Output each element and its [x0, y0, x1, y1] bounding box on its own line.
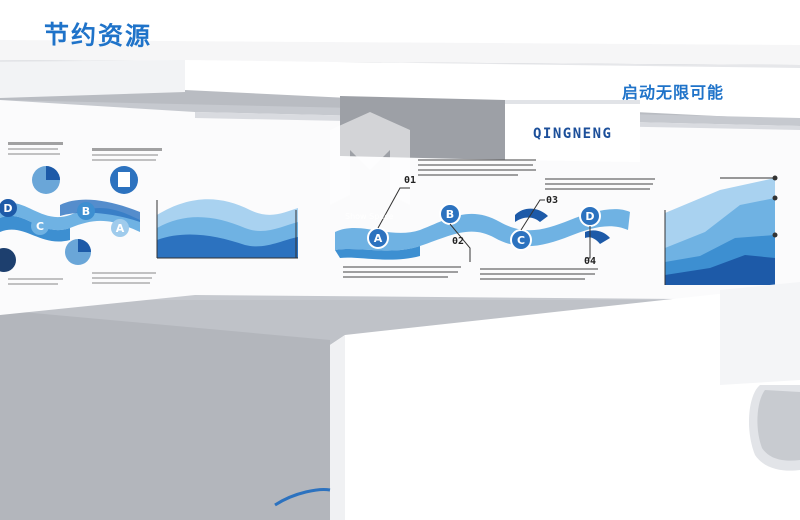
flow-step-01: 01: [404, 175, 416, 186]
brand-sign: QINGNENG: [533, 126, 613, 142]
flow-node-label-a: A: [374, 232, 383, 245]
slogan-beam: [185, 60, 800, 120]
reception-desk: [330, 282, 800, 520]
flow-step-02: 02: [452, 236, 464, 247]
floor-accent: [274, 488, 331, 507]
left-node-a: A: [116, 222, 125, 235]
flow-node-label-c: C: [517, 234, 525, 247]
left-node-b: B: [82, 205, 90, 218]
watermark-text: Show Space: [345, 212, 394, 221]
left-beam: [0, 60, 185, 98]
flow-nodes: [367, 203, 601, 251]
sign-box-top: [505, 100, 640, 104]
left-area-chart: [156, 199, 298, 259]
right-area-chart: [664, 175, 778, 285]
flow-ribbon: [335, 208, 630, 260]
flow-step-03: 03: [546, 195, 558, 206]
left-node-c: C: [36, 220, 44, 233]
flow-node-label-b: B: [446, 208, 454, 221]
left-infographic: [0, 142, 162, 285]
flow-step-04: 04: [584, 256, 596, 267]
floor-left: [0, 310, 330, 520]
top-fascia: [0, 0, 800, 45]
watermark-logo: [330, 112, 410, 205]
flow-text-blocks: [343, 159, 655, 280]
left-node-d: D: [3, 202, 12, 215]
flow-connectors: [377, 187, 591, 262]
flow-node-label-d: D: [585, 210, 594, 223]
slogan-text: 启动无限可能: [622, 83, 725, 102]
sign-box-front: [505, 100, 640, 162]
